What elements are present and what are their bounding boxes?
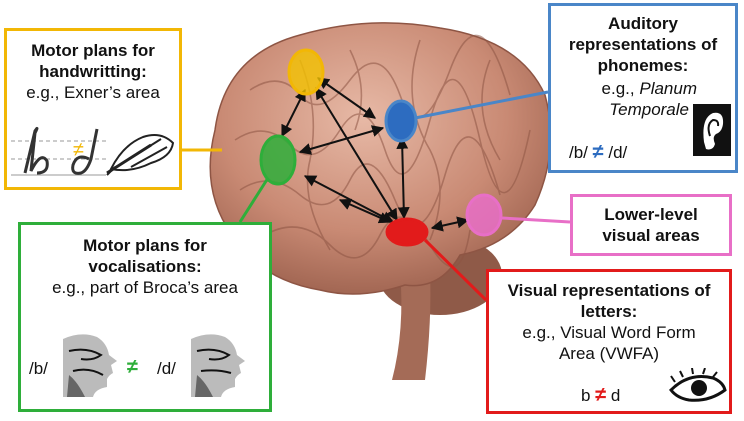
visual-letter-b: b [581,386,591,405]
handwriting-neq: ≠ [73,139,84,161]
eye-icon [669,368,727,402]
visual-neq: ≠ [595,384,607,406]
auditory-title-line1: Auditory [608,14,678,33]
ear-icon [693,104,731,156]
region-planum-temporale[interactable] [384,99,418,143]
auditory-title-line2: representations of [568,35,718,54]
brain-stem [392,270,431,380]
head-profile-icon [191,334,245,397]
visual-example-line1: e.g., Visual Word Form [522,323,696,342]
vocalisation-example: e.g., part of Broca’s area [52,278,238,297]
vocalisation-box: Motor plans for vocalisations: e.g., par… [18,222,272,412]
lower-visual-box: Lower-level visual areas [570,194,732,256]
auditory-box: Auditory representations of phonemes: e.… [548,3,738,173]
visual-box: Visual representations of letters: e.g.,… [486,269,732,414]
handwriting-box: Motor plans for handwritting: e.g., Exne… [4,28,182,190]
region-exners-area[interactable] [287,48,325,96]
auditory-eg: e.g., [601,79,635,98]
handwriting-title-line1: Motor plans for [31,41,155,60]
connector-visual [423,238,488,302]
visual-title-line1: Visual representations of [507,281,711,300]
connector-lower-visual [501,216,571,224]
connection-arrows [281,77,470,232]
auditory-area-line2: Temporale [609,100,689,119]
vocalisation-neq: ≠ [127,356,138,378]
auditory-phoneme-d: /d/ [608,143,628,162]
auditory-area-line1: Planum [639,79,697,98]
auditory-phoneme-b: /b/ [569,143,588,162]
visual-letter-d: d [610,386,621,405]
vocalisation-title-line2: vocalisations: [88,257,202,276]
visual-letters: b ≠ d [581,385,620,406]
lower-visual-line2: visual areas [602,226,700,245]
cursive-letter-icon [11,126,175,176]
connector-vocalisation [238,177,270,223]
auditory-neq: ≠ [592,141,604,163]
head-profile-icon [63,334,117,397]
connector-auditory [414,90,549,120]
handwriting-title-line2: handwritting: [39,62,147,81]
handwriting-example: e.g., Exner’s area [26,83,160,102]
region-brocas-area[interactable] [259,134,297,186]
lower-visual-line1: Lower-level [604,205,698,224]
vocalisation-title-line1: Motor plans for [83,236,207,255]
visual-example-line2: Area (VWFA) [558,344,660,363]
region-lower-visual[interactable] [465,193,503,237]
region-vwfa[interactable] [385,217,429,247]
hand-writing-icon [106,134,175,176]
vocalisation-phoneme-d: /d/ [157,359,176,378]
auditory-title-line3: phonemes: [597,56,689,75]
auditory-phonemes: /b/ ≠ /d/ [569,142,627,163]
vocalisation-phoneme-b: /b/ [29,359,48,378]
visual-title-line2: letters: [580,302,638,321]
